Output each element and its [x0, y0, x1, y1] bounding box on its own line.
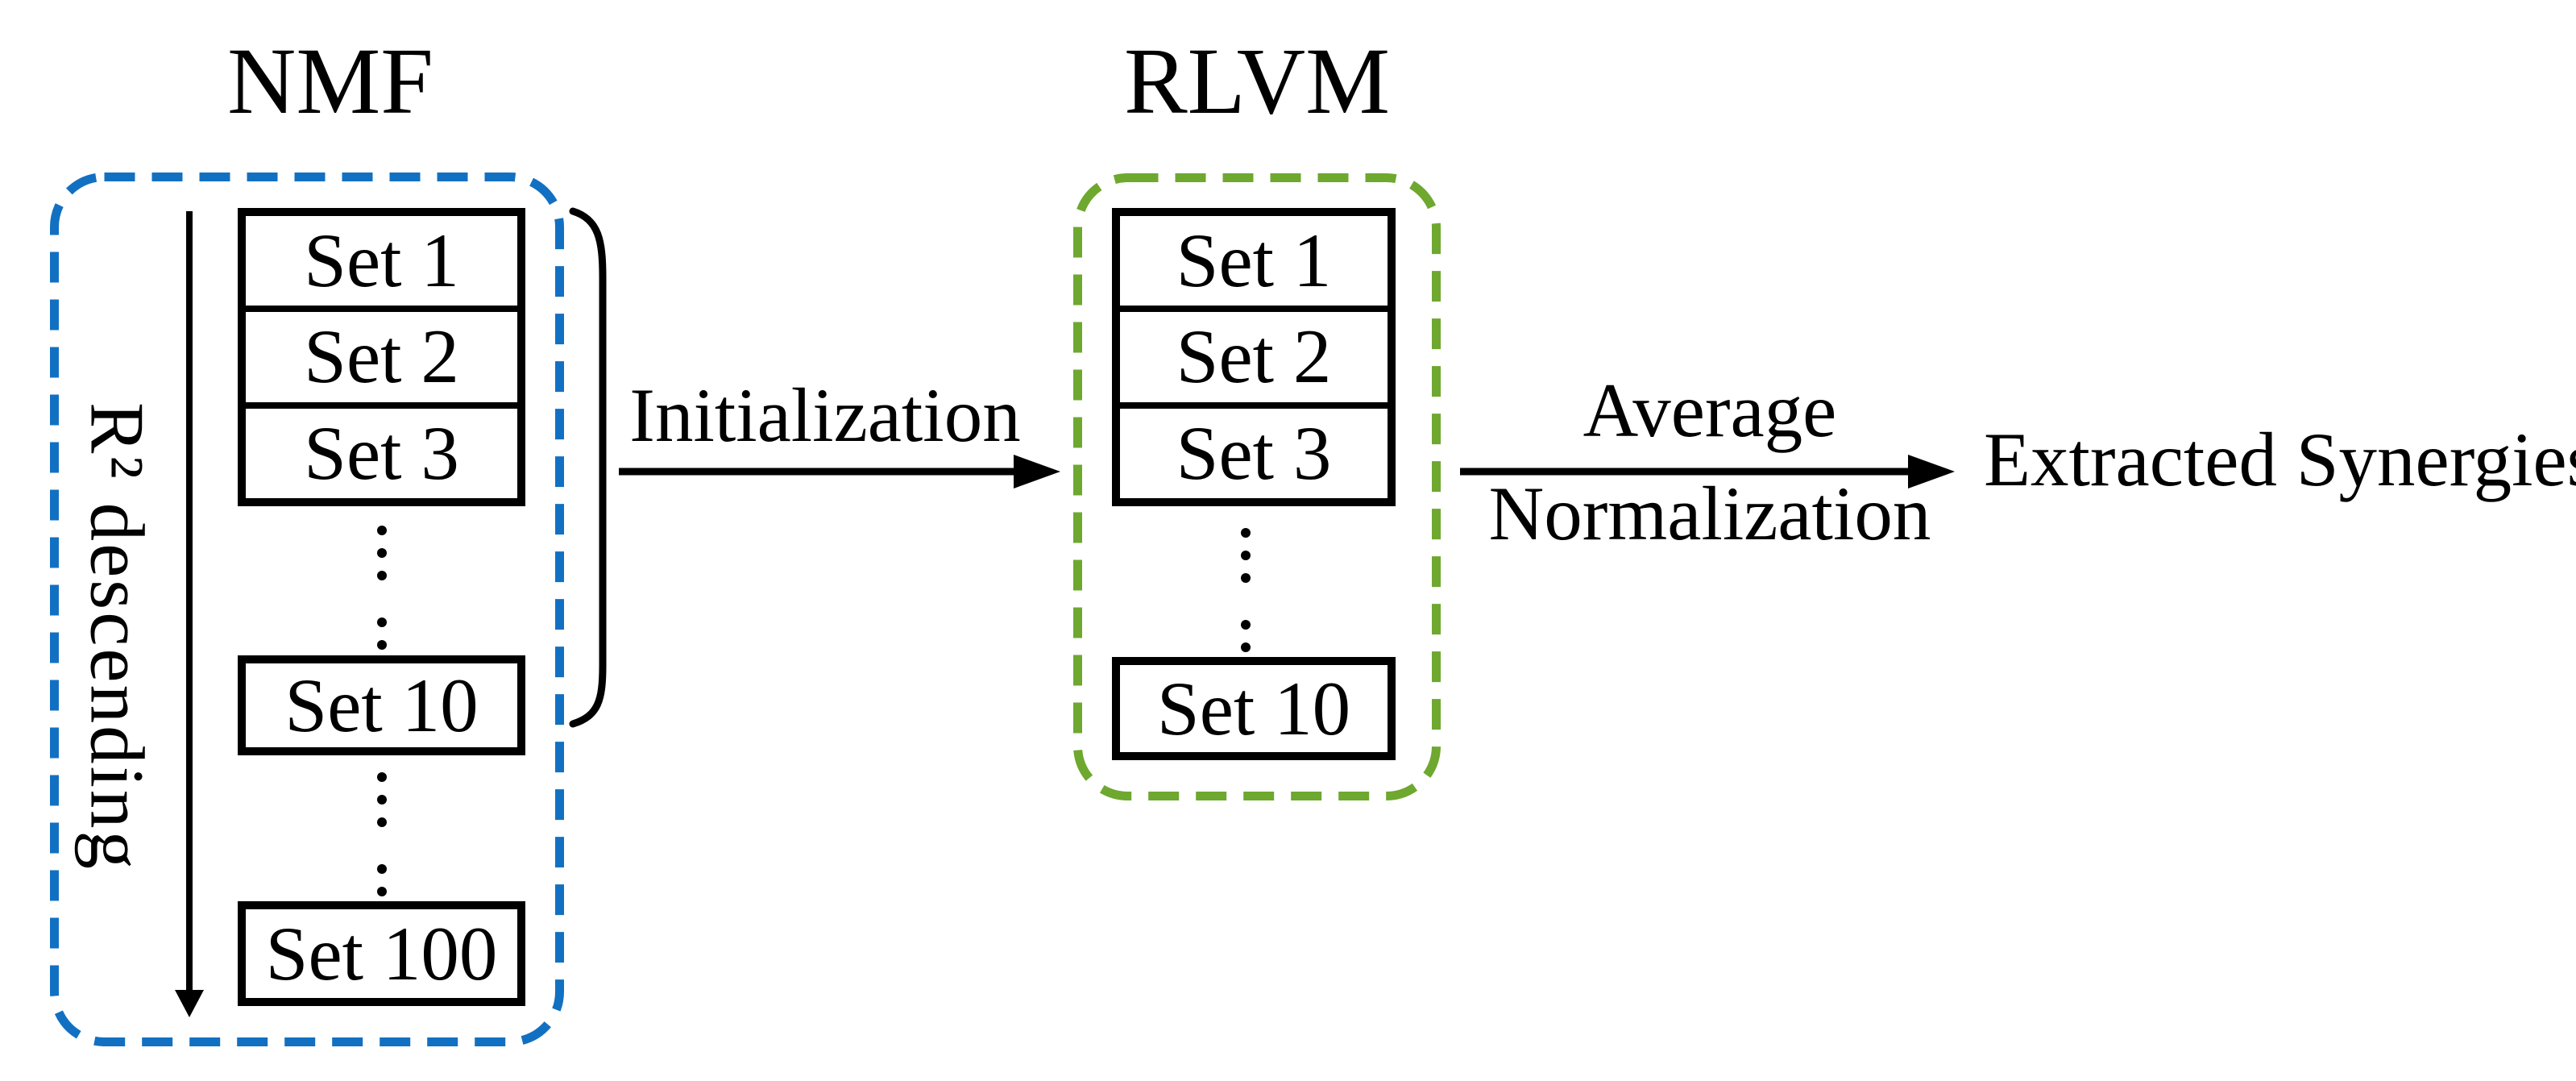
nmf-title: NMF	[227, 28, 433, 134]
rlvm-set-2: Set 2	[1120, 306, 1388, 401]
dot	[377, 817, 387, 827]
initialization-label: Initialization	[629, 372, 1021, 458]
dot	[377, 795, 387, 805]
dot	[377, 617, 387, 627]
rlvm-set-stack: Set 1 Set 2 Set 3	[1112, 208, 1396, 506]
normalization-label: Normalization	[1488, 471, 1931, 556]
dot	[377, 887, 387, 896]
dot	[377, 526, 387, 535]
dot	[1241, 551, 1251, 560]
dot	[377, 772, 387, 782]
set-group-bracket	[569, 207, 607, 728]
rlvm-title: RLVM	[1123, 28, 1391, 134]
rlvm-set-3: Set 3	[1120, 401, 1388, 498]
nmf-set-2: Set 2	[246, 306, 517, 401]
dot	[377, 864, 387, 874]
descending-arrow-head	[175, 990, 204, 1017]
nmf-set-3: Set 3	[246, 401, 517, 498]
nmf-set-10: Set 10	[238, 655, 525, 755]
initialization-arrow-head	[1014, 455, 1060, 489]
dot	[377, 571, 387, 580]
nmf-set-stack: Set 1 Set 2 Set 3	[238, 208, 525, 506]
dot	[377, 548, 387, 558]
extracted-synergies-label: Extracted Synergies	[1984, 417, 2576, 502]
rlvm-set-10: Set 10	[1112, 657, 1396, 760]
dot	[1241, 573, 1251, 583]
average-label: Average	[1583, 368, 1837, 453]
nmf-set-1: Set 1	[304, 218, 459, 304]
nmf-set-100: Set 100	[238, 901, 525, 1006]
r-squared-descending-label: R² descending	[74, 402, 160, 871]
dot	[377, 640, 387, 650]
dot	[1241, 620, 1251, 630]
dot	[1241, 528, 1251, 538]
dot	[1241, 642, 1251, 652]
rlvm-set-1: Set 1	[1176, 218, 1332, 304]
